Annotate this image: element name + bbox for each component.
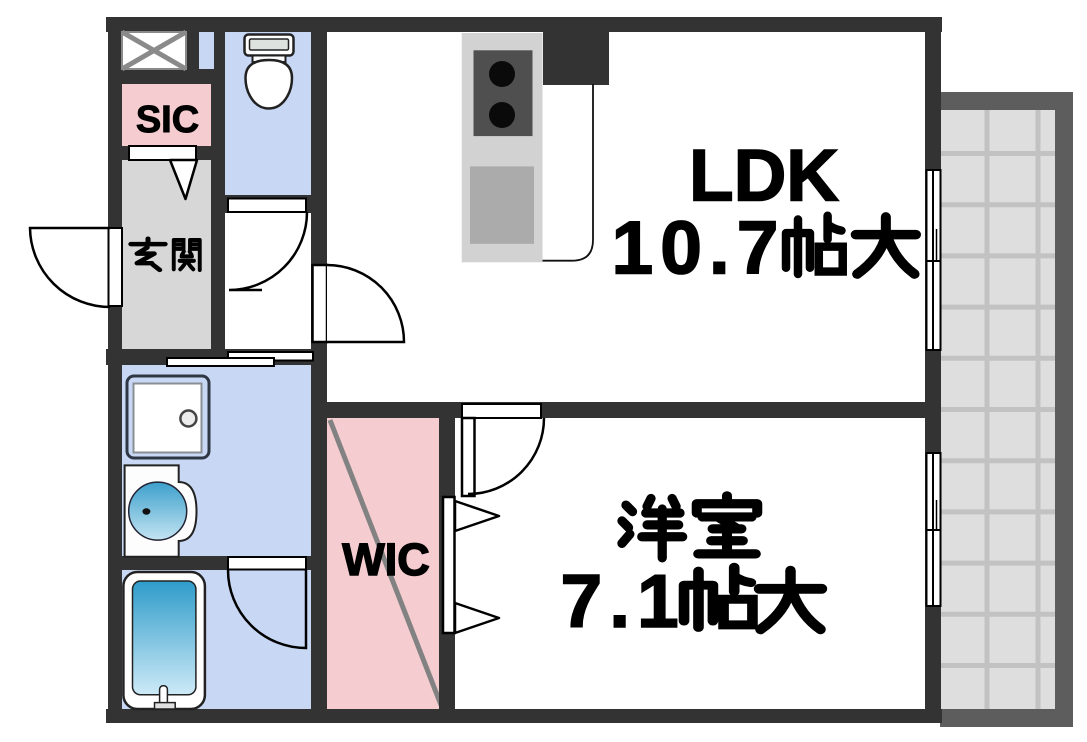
svg-text:SIC: SIC xyxy=(136,99,199,141)
svg-text:10.7: 10.7 xyxy=(612,206,786,290)
svg-text:WIC: WIC xyxy=(342,534,429,585)
svg-text:7.1: 7.1 xyxy=(561,559,686,643)
svg-text:LDK: LDK xyxy=(689,135,839,216)
